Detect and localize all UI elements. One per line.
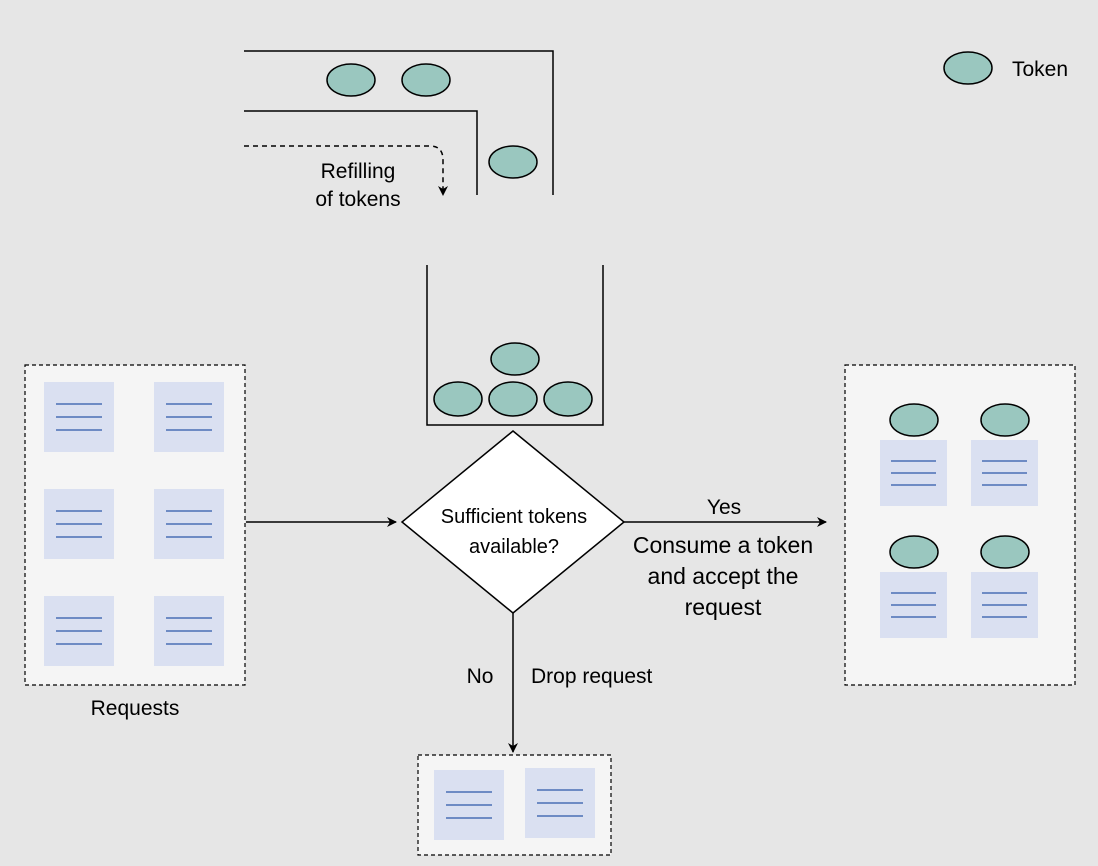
pipe-token-3 (488, 145, 538, 179)
decision-label-line2: available? (469, 536, 559, 558)
legend-token-icon (943, 51, 993, 85)
accept-label-line2: and accept the (648, 563, 799, 589)
dropped-doc-icon (524, 767, 596, 839)
request-doc-icon (153, 488, 225, 560)
accepted-group (844, 364, 1076, 686)
legend: Token (943, 51, 1068, 85)
pipe-token-1 (326, 63, 376, 97)
legend-label: Token (1012, 58, 1068, 81)
decision-label-line1: Sufficient tokens (441, 506, 587, 528)
accept-label-line3: request (685, 594, 762, 620)
refill-pipe (244, 50, 554, 196)
accepted-token-3 (889, 535, 939, 569)
drop-request-label: Drop request (531, 665, 653, 688)
dropped-group (417, 754, 612, 856)
bucket-token-2 (488, 381, 538, 417)
refill-label-line2: of tokens (315, 188, 400, 211)
bucket-token-1 (433, 381, 483, 417)
request-doc-icon (43, 488, 115, 560)
request-doc-icon (153, 595, 225, 667)
bucket-token-3 (543, 381, 593, 417)
request-doc-icon (43, 381, 115, 453)
no-label: No (467, 665, 494, 688)
request-doc-icon (43, 595, 115, 667)
accepted-token-1 (889, 403, 939, 437)
refill-label-line1: Refilling (321, 160, 396, 183)
accepted-token-2 (980, 403, 1030, 437)
dropped-doc-icon (433, 769, 505, 841)
requests-group (24, 364, 246, 686)
request-doc-icon (153, 381, 225, 453)
pipe-token-2 (401, 63, 451, 97)
bucket-token-4 (490, 342, 540, 376)
yes-label: Yes (707, 496, 741, 519)
accept-label-line1: Consume a token (633, 532, 813, 558)
token-bucket (426, 265, 604, 426)
accepted-token-4 (980, 535, 1030, 569)
requests-label: Requests (91, 697, 180, 720)
